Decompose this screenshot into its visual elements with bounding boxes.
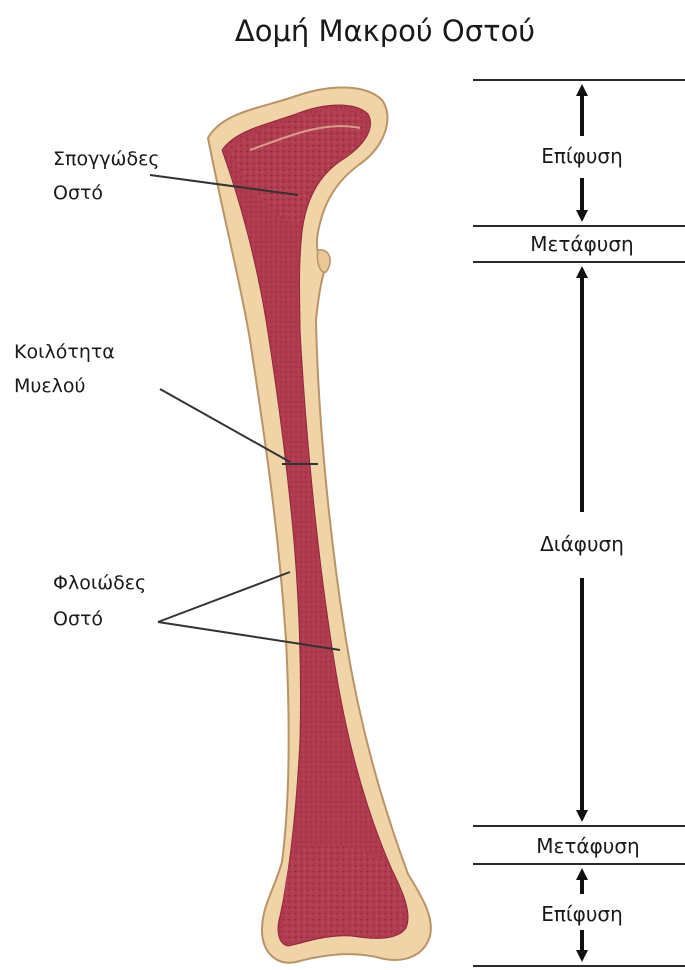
label-spongy-line2: Οστό xyxy=(53,182,103,204)
label-marrow-line1: Κοιλότητα xyxy=(14,341,115,363)
arrowhead-epiphysis-bottom-down xyxy=(576,950,588,962)
leader-cortical-1 xyxy=(158,572,290,622)
zone-label-metaphysis-bottom: Μετάφυση xyxy=(536,834,639,858)
arrowhead-epiphysis-bottom-up xyxy=(576,868,588,880)
zone-label-metaphysis-top: Μετάφυση xyxy=(530,232,633,256)
diagram-title: Δομή Μακρού Οστού xyxy=(235,14,535,48)
label-marrow-line2: Μυελού xyxy=(14,375,86,397)
zone-arrows xyxy=(576,84,588,962)
arrowhead-diaphysis-down xyxy=(576,810,588,822)
zone-label-diaphysis: Διάφυση xyxy=(540,532,624,556)
label-cortical-line1: Φλοιώδες xyxy=(53,572,146,594)
left-labels: Σπογγώδες Οστό Κοιλότητα Μυελού Φλοιώδες… xyxy=(14,148,160,630)
label-cortical-line2: Οστό xyxy=(53,608,103,630)
arrowhead-diaphysis-up xyxy=(576,266,588,278)
zone-label-epiphysis-bottom: Επίφυση xyxy=(541,902,623,926)
zone-label-epiphysis-top: Επίφυση xyxy=(541,144,623,168)
label-spongy-line1: Σπογγώδες xyxy=(53,148,160,170)
arrowhead-epiphysis-top-down xyxy=(576,210,588,222)
arrowhead-epiphysis-top-up xyxy=(576,84,588,96)
femur-illustration xyxy=(208,87,431,962)
trochanter-bump xyxy=(317,250,330,272)
